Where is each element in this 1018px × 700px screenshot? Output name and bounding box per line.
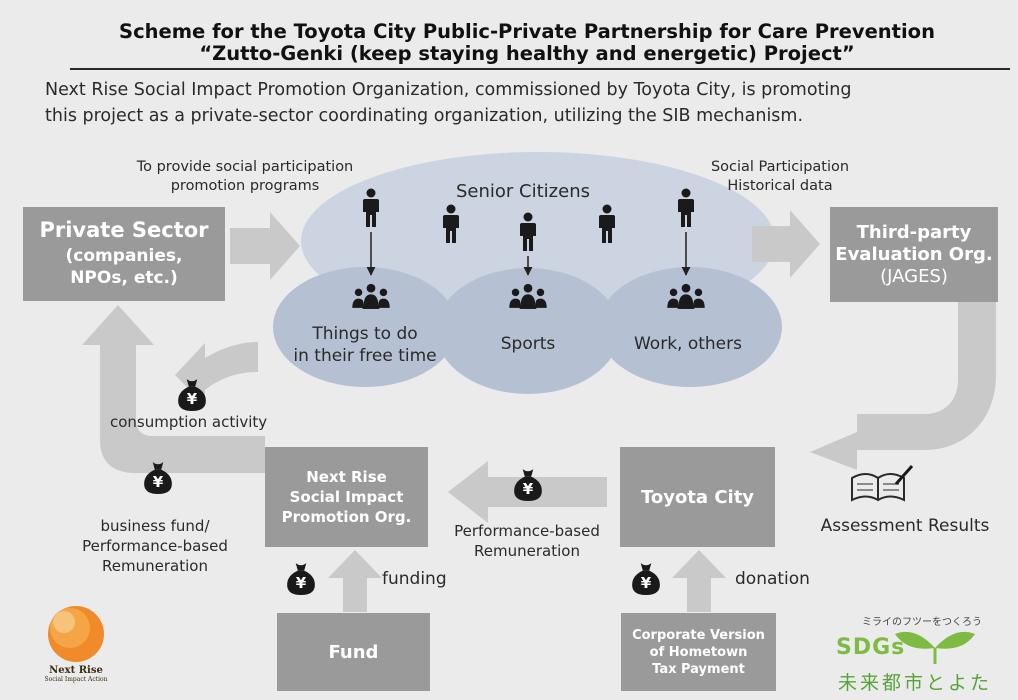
next-rise-org-label: Promotion Org. [281,508,412,526]
yen-symbol: ¥ [187,390,198,408]
sdgs-tagline: ミライのフツーをつくろう [862,617,982,628]
activity-label: Sports [500,334,556,354]
diagram-title-line2: “Zutto-Genki (keep staying healthy and e… [199,42,855,65]
evaluation-org-sub: (JAGES) [880,265,948,287]
business-fund-label: business fund/ Performance-based Remuner… [82,517,228,575]
work-ellipse [598,267,782,387]
sports-ellipse [436,268,620,394]
hometown-tax-label: of Hometown [649,644,748,660]
evaluation-org-label: Evaluation Org. [835,243,993,265]
sdgs-city-name: 未来都市とよた [838,672,993,694]
historical-data-label: Social Participation Historical data [710,159,850,194]
diagram-title-line1: Scheme for the Toyota City Public-Privat… [119,20,935,43]
private-sector-sub: NPOs, etc.) [70,268,178,288]
performance-remuneration-label: Performance-based Remuneration [454,522,600,560]
private-sector-sub: (companies, [65,246,183,266]
next-rise-org-label: Social Impact [289,488,404,506]
private-sector-box: Private Sector (companies, NPOs, etc.) [23,207,225,301]
assessment-results-label: Assessment Results [820,516,990,536]
programs-arrow [230,212,300,280]
programs-label: To provide social participation promotio… [136,159,354,194]
fund-box: Fund [277,613,430,691]
intro-line2: this project as a private-sector coordin… [45,106,804,126]
senior-citizens-label: Senior Citizens [456,181,590,202]
free-time-ellipse [273,267,457,387]
private-sector-label: Private Sector [39,218,209,242]
donation-label: donation [735,569,810,589]
next-rise-org-label: Next Rise [306,468,387,486]
work-label: Work, others [598,334,778,355]
hometown-tax-box: Corporate Version of Hometown Tax Paymen… [621,613,776,691]
evaluation-org-box: Third-party Evaluation Org. (JAGES) [830,207,998,302]
next-rise-logo-text: Next Rise Social Impact Action [44,665,108,683]
business-fund-arrow [82,305,265,473]
sports-label: Sports [458,334,598,355]
fund-label: Fund [328,641,379,663]
next-rise-org-box: Next Rise Social Impact Promotion Org. [265,447,428,547]
sdgs-leaf-icon [895,631,975,664]
next-rise-logo-icon [48,606,104,662]
funding-arrow [328,550,382,612]
toyota-city-box: Toyota City [620,447,775,547]
activity-label: Work, others [633,334,742,354]
assessment-arrow [810,302,996,470]
hometown-tax-label: Tax Payment [652,661,745,677]
book-pen-icon [851,465,914,502]
hometown-tax-label: Corporate Version [632,627,765,643]
historical-data-arrow [752,210,820,278]
evaluation-org-label: Third-party [856,221,972,243]
consumption-label: consumption activity [110,413,268,431]
donation-arrow [672,550,726,612]
yen-symbol: ¥ [296,574,307,592]
toyota-city-label: Toyota City [640,486,755,508]
yen-symbol: ¥ [641,574,652,592]
yen-symbol: ¥ [153,473,164,491]
yen-symbol: ¥ [523,480,534,498]
sdgs-wordmark: SDGs [836,635,906,660]
intro-line1: Next Rise Social Impact Promotion Organi… [45,80,852,100]
funding-label: funding [382,569,447,589]
